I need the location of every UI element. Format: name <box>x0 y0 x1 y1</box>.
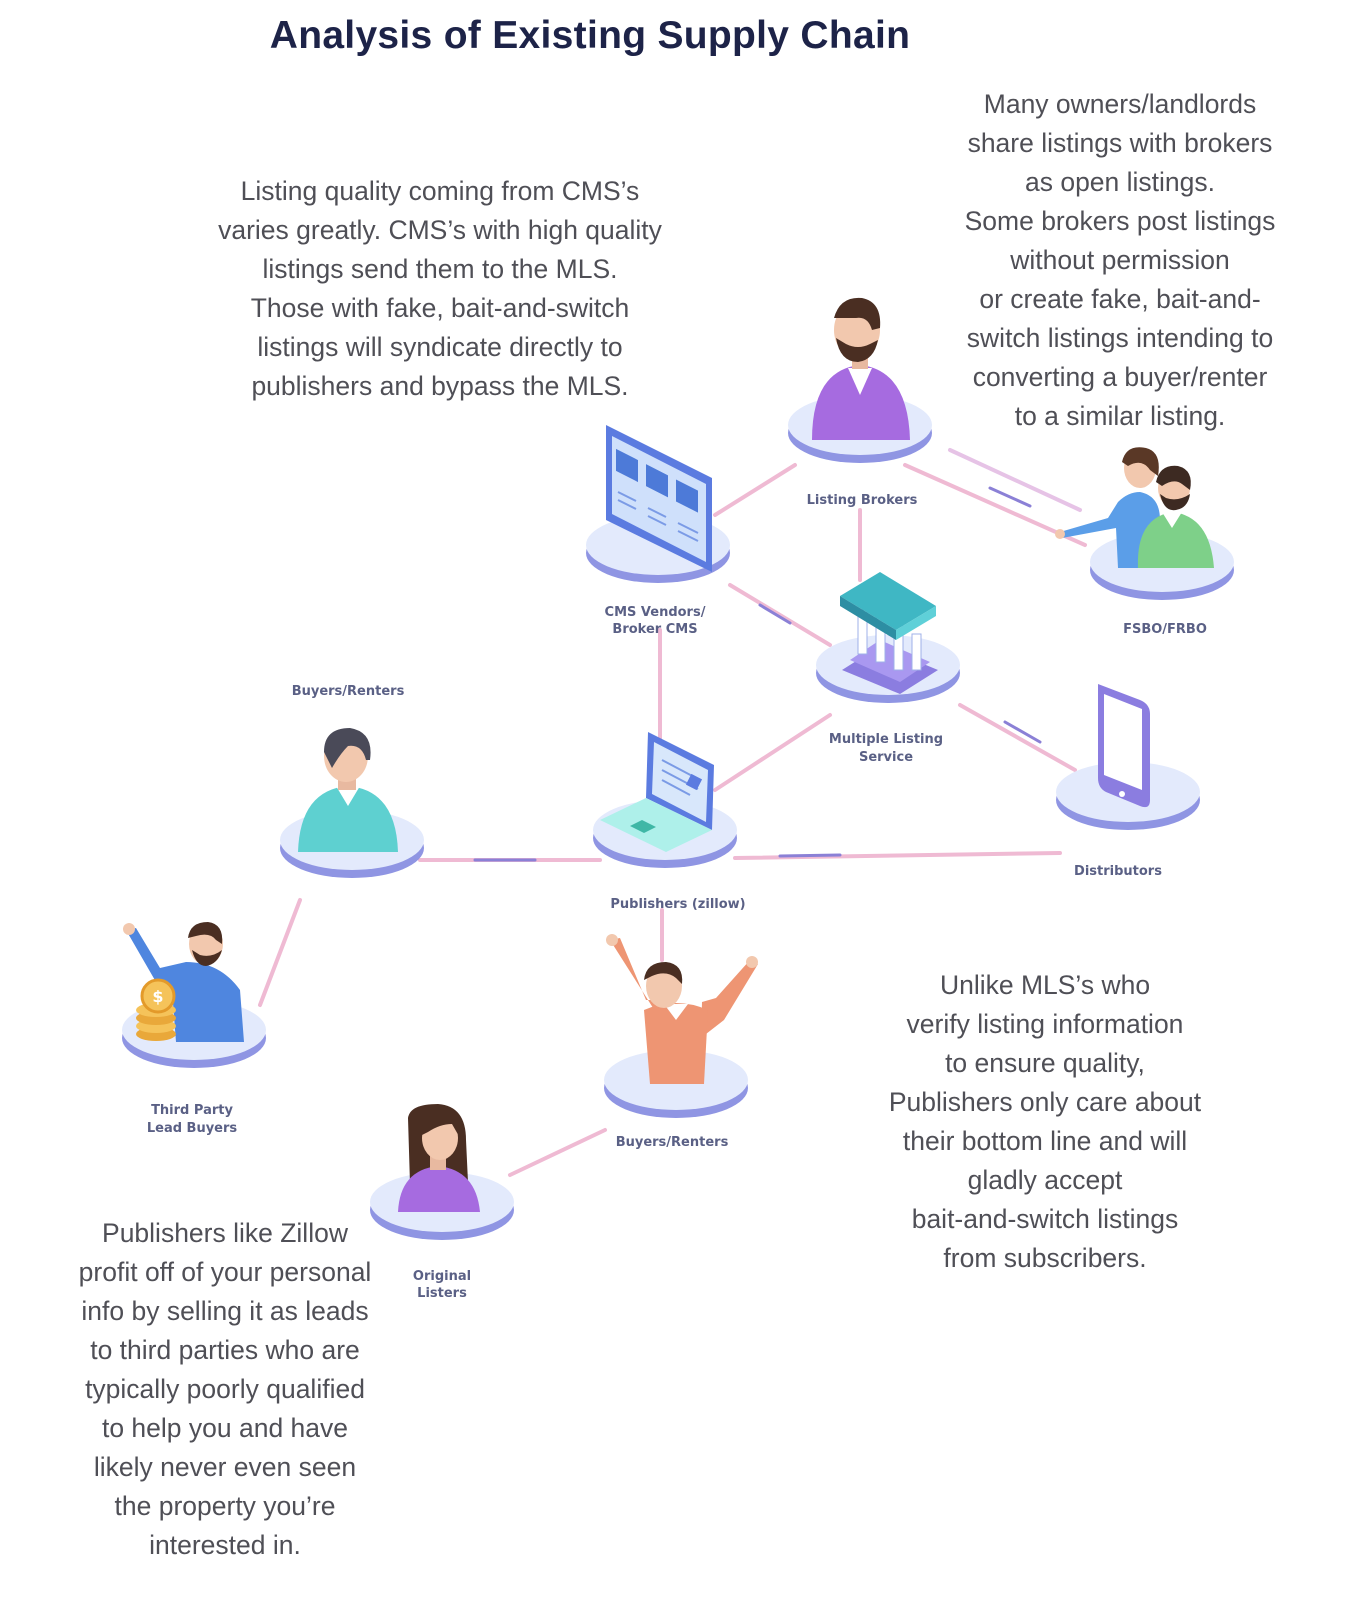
accent-dash <box>758 603 792 625</box>
node-buyers-renters-left: Buyers/Renters <box>280 684 424 878</box>
coin-stack: $ <box>136 978 176 1041</box>
note-publishers-leads: Publishers like Zillow profit off of you… <box>45 1214 405 1565</box>
note-line: Unlike MLS’s who <box>939 970 1151 1000</box>
node-label: Lead Buyers <box>147 1121 238 1136</box>
link-buyers-original <box>508 1128 607 1177</box>
note-line: to ensure quality, <box>945 1048 1145 1078</box>
node-label: Publishers (zillow) <box>610 897 745 912</box>
node-mls: Multiple Listing Service <box>816 572 960 765</box>
note-line: interested in. <box>149 1530 301 1560</box>
note-line: bait-and-switch listings <box>911 1204 1179 1234</box>
accent-dash <box>778 853 842 858</box>
monitor-icon <box>606 425 712 572</box>
note-line: Publishers only care about <box>888 1087 1202 1117</box>
link-buyers-thirdparty <box>258 898 302 1007</box>
cheering-person-icon <box>606 934 758 1084</box>
note-line: the property you’re <box>114 1491 336 1521</box>
link-mls-distributors <box>958 703 1077 772</box>
note-line: share listings with brokers <box>967 128 1273 158</box>
link-broker-cms <box>713 463 797 517</box>
note-line: their bottom line and will <box>902 1126 1188 1156</box>
note-mls-vs-publishers: Unlike MLS’s who verify listing informat… <box>865 966 1225 1278</box>
laptop-icon <box>600 732 714 852</box>
node-label: CMS Vendors/ <box>605 605 706 620</box>
note-line: Those with fake, bait-and-switch <box>250 293 630 323</box>
owners-couple-icon <box>1055 447 1214 568</box>
node-label: Buyers/Renters <box>616 1135 729 1150</box>
connection-accents <box>473 486 1042 862</box>
note-line: Some brokers post listings <box>964 206 1276 236</box>
lead-buyer-coins-icon: $ <box>123 922 244 1042</box>
node-buyers-renters-bottom: Buyers/Renters <box>604 934 758 1150</box>
note-line: gladly accept <box>967 1165 1123 1195</box>
note-line: switch listings intending to <box>966 323 1274 353</box>
link-cms-mls <box>728 583 832 647</box>
note-cms-quality: Listing quality coming from CMS’s varies… <box>185 172 695 406</box>
node-label: Buyers/Renters <box>292 684 405 699</box>
note-line: listings send them to the MLS. <box>262 254 618 284</box>
link-broker-fsbo-2 <box>948 448 1082 512</box>
note-line: publishers and bypass the MLS. <box>251 371 629 401</box>
broker-person-icon <box>812 297 910 440</box>
dollar-icon: $ <box>152 987 163 1006</box>
note-line: info by selling it as leads <box>81 1296 369 1326</box>
buyer-person-icon <box>298 728 398 852</box>
note-line: or create fake, bait-and- <box>979 284 1261 314</box>
node-cms-vendors: CMS Vendors/ Broker CMS <box>586 425 730 637</box>
note-line: verify listing information <box>906 1009 1184 1039</box>
note-line: to third parties who are <box>90 1335 360 1365</box>
node-publishers: Publishers (zillow) <box>593 732 746 912</box>
woman-lister-icon <box>398 1104 480 1212</box>
node-label: FSBO/FRBO <box>1123 622 1207 637</box>
node-label: Listers <box>417 1286 467 1301</box>
note-owners-landlords: Many owners/landlords share listings wit… <box>945 85 1295 436</box>
node-label: Distributors <box>1074 864 1162 879</box>
node-label: Broker CMS <box>612 622 697 637</box>
node-original-listers: Original Listers <box>370 1104 514 1301</box>
note-line: as open listings. <box>1024 167 1216 197</box>
note-line: Publishers like Zillow <box>102 1218 348 1248</box>
node-label: Original <box>413 1269 471 1284</box>
node-fsbo-frbo: FSBO/FRBO <box>1055 447 1234 637</box>
accent-dash <box>1003 720 1042 744</box>
node-label: Third Party <box>151 1103 233 1118</box>
note-line: likely never even seen <box>93 1452 357 1482</box>
note-line: listings will syndicate directly to <box>257 332 623 362</box>
note-line: profit off of your personal <box>78 1257 372 1287</box>
node-listing-brokers: Listing Brokers <box>788 297 932 508</box>
note-line: without permission <box>1010 245 1230 275</box>
node-third-party-lead-buyers: $ Third Party Lead Buyers <box>122 922 266 1136</box>
note-line: to help you and have <box>101 1413 349 1443</box>
note-line: Many owners/landlords <box>983 89 1257 119</box>
node-label: Listing Brokers <box>807 493 918 508</box>
accent-dash <box>988 486 1032 508</box>
bank-building-icon <box>840 572 938 694</box>
note-line: converting a buyer/renter <box>972 362 1268 392</box>
note-line: from subscribers. <box>943 1243 1147 1273</box>
link-mls-publishers <box>713 713 832 792</box>
link-broker-fsbo <box>903 463 1087 547</box>
note-line: typically poorly qualified <box>85 1374 365 1404</box>
node-label: Multiple Listing <box>829 732 943 747</box>
note-line: Listing quality coming from CMS’s <box>240 176 640 206</box>
tablet-icon <box>1098 684 1150 808</box>
note-line: to a similar listing. <box>1014 401 1226 431</box>
monitor-lines <box>617 491 699 542</box>
page-title: Analysis of Existing Supply Chain <box>269 14 911 57</box>
note-line: varies greatly. CMS’s with high quality <box>218 215 662 245</box>
node-distributors: Distributors <box>1056 684 1200 879</box>
node-label: Service <box>859 750 913 765</box>
